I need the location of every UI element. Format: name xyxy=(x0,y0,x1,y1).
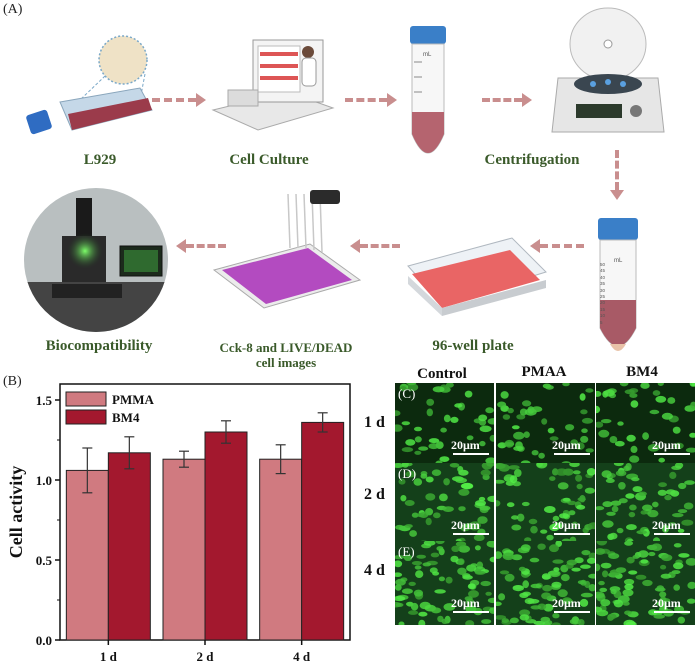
scale-bar-label: 20μm xyxy=(552,518,581,532)
tube-tick-10: 10 xyxy=(600,313,606,319)
micrograph-control-4d: 20μm xyxy=(395,541,494,625)
biocompatibility-label: Biocompatibility xyxy=(45,338,153,354)
culture-flask-illustration xyxy=(26,35,153,135)
panel-d-label: (D) xyxy=(398,466,417,481)
centrifuge-tube-top-illustration xyxy=(410,26,446,154)
x-tick-label: 2 d xyxy=(197,649,215,664)
cck8-label-line2: cell images xyxy=(255,355,317,370)
tube-tick-50: 50 xyxy=(600,262,606,267)
scale-bar xyxy=(554,533,590,535)
legend-swatch-pmma xyxy=(65,391,107,407)
micrograph-bm4-4d: 20μm xyxy=(596,541,695,625)
panel-a-label: (A) xyxy=(3,2,23,17)
bar-pmma-2 xyxy=(259,458,303,641)
tube-tick-labels: 50 45 40 35 30 25 20 15 10 5 xyxy=(600,262,605,326)
tube-tick-45: 45 xyxy=(600,268,606,274)
y-tick-label: 0.5 xyxy=(36,553,53,568)
well-plate-label: 96-well plate xyxy=(432,338,514,354)
tube-top-ml-label: mL xyxy=(423,52,432,58)
scale-bar-label: 20μm xyxy=(552,438,581,452)
centrifugation-label: Centrifugation xyxy=(484,152,580,168)
micrograph-bm4-2d: 20μm xyxy=(596,463,695,547)
scale-bar-label: 20μm xyxy=(552,596,581,610)
legend-swatch-bm4 xyxy=(65,409,107,425)
cck8-label: Cck-8 and LIVE/DEAD cell images xyxy=(206,340,366,370)
scale-bar xyxy=(453,611,489,613)
arrow-flask-to-culture xyxy=(152,93,206,107)
centrifuge-tube-bottom-illustration xyxy=(598,218,638,351)
column-label-pmaa: PMAA xyxy=(521,364,567,380)
arrow-cck8-to-microscope xyxy=(176,239,226,253)
tube-tick-25: 25 xyxy=(600,294,606,300)
arrow-tube-to-centrifuge xyxy=(482,93,532,107)
row-label-1d: 1 d xyxy=(364,414,385,431)
scale-bar xyxy=(453,453,489,455)
well-plate-illustration xyxy=(407,237,547,316)
x-tick-label: 4 d xyxy=(293,649,311,664)
scale-bar xyxy=(453,533,489,535)
row-label-4d: 4 d xyxy=(364,562,385,579)
cell-culture-label: Cell Culture xyxy=(229,152,309,168)
scale-bar xyxy=(654,611,690,613)
centrifuge-illustration xyxy=(551,7,665,133)
y-axis-label: Cell activity xyxy=(6,466,26,558)
scale-bar-label: 20μm xyxy=(652,438,681,452)
cck8-label-line1: Cck-8 and LIVE/DEAD xyxy=(219,340,353,355)
row-label-2d: 2 d xyxy=(364,486,385,503)
arrow-plate-to-cck8 xyxy=(350,239,400,253)
legend-label-bm4: BM4 xyxy=(112,410,140,425)
panel-b-label: (B) xyxy=(3,374,22,389)
micrograph-pmaa-4d: 20μm xyxy=(496,541,595,625)
x-tick-label: 1 d xyxy=(100,649,118,664)
tube-bottom-ml-label: mL xyxy=(614,258,623,264)
y-tick-label: 0.0 xyxy=(36,633,52,648)
tube-tick-30: 30 xyxy=(600,287,606,293)
bar-bm4-1 xyxy=(204,431,248,641)
bar-pmma-0 xyxy=(65,469,109,641)
cell-activity-bar-chart: 0.00.51.01.51 d2 d4 dTimeCell activityPM… xyxy=(6,383,351,664)
column-label-bm4: BM4 xyxy=(626,364,658,380)
arrow-tube-to-plate xyxy=(530,239,584,253)
scale-bar-label: 20μm xyxy=(451,518,480,532)
micrograph-pmaa-2d: 20μm xyxy=(496,463,595,547)
cck8-plate-illustration xyxy=(212,190,362,309)
panel-c-label: (C) xyxy=(398,386,416,401)
scale-bar xyxy=(654,533,690,535)
tube-tick-35: 35 xyxy=(600,281,606,287)
scale-bar-label: 20μm xyxy=(652,518,681,532)
tube-tick-5: 5 xyxy=(600,319,603,325)
scale-bar xyxy=(554,453,590,455)
panel-e-label: (E) xyxy=(398,544,415,559)
micrograph-control-1d: 20μm xyxy=(395,383,494,467)
y-tick-label: 1.0 xyxy=(36,473,52,488)
arrow-centrifuge-to-tube xyxy=(610,150,624,200)
cell-culture-station-illustration xyxy=(211,39,335,131)
arrow-culture-to-tube xyxy=(345,93,397,107)
micrograph-bm4-1d: 20μm xyxy=(596,383,695,467)
micrograph-pmaa-1d: 20μm xyxy=(496,383,595,467)
tube-tick-15: 15 xyxy=(600,306,606,312)
scale-bar xyxy=(554,611,590,613)
l929-label: L929 xyxy=(83,152,117,168)
scale-bar xyxy=(654,453,690,455)
y-tick-label: 1.5 xyxy=(36,393,53,408)
scale-bar-label: 20μm xyxy=(451,438,480,452)
scale-bar-label: 20μm xyxy=(652,596,681,610)
microscope-photo xyxy=(24,188,168,332)
tube-tick-40: 40 xyxy=(600,274,606,280)
column-label-control: Control xyxy=(417,366,467,382)
legend-label-pmma: PMMA xyxy=(112,392,154,407)
bar-pmma-1 xyxy=(162,458,206,641)
bar-bm4-0 xyxy=(107,452,151,641)
scale-bar-label: 20μm xyxy=(451,596,480,610)
tube-tick-20: 20 xyxy=(600,300,606,306)
bar-bm4-2 xyxy=(301,421,345,641)
